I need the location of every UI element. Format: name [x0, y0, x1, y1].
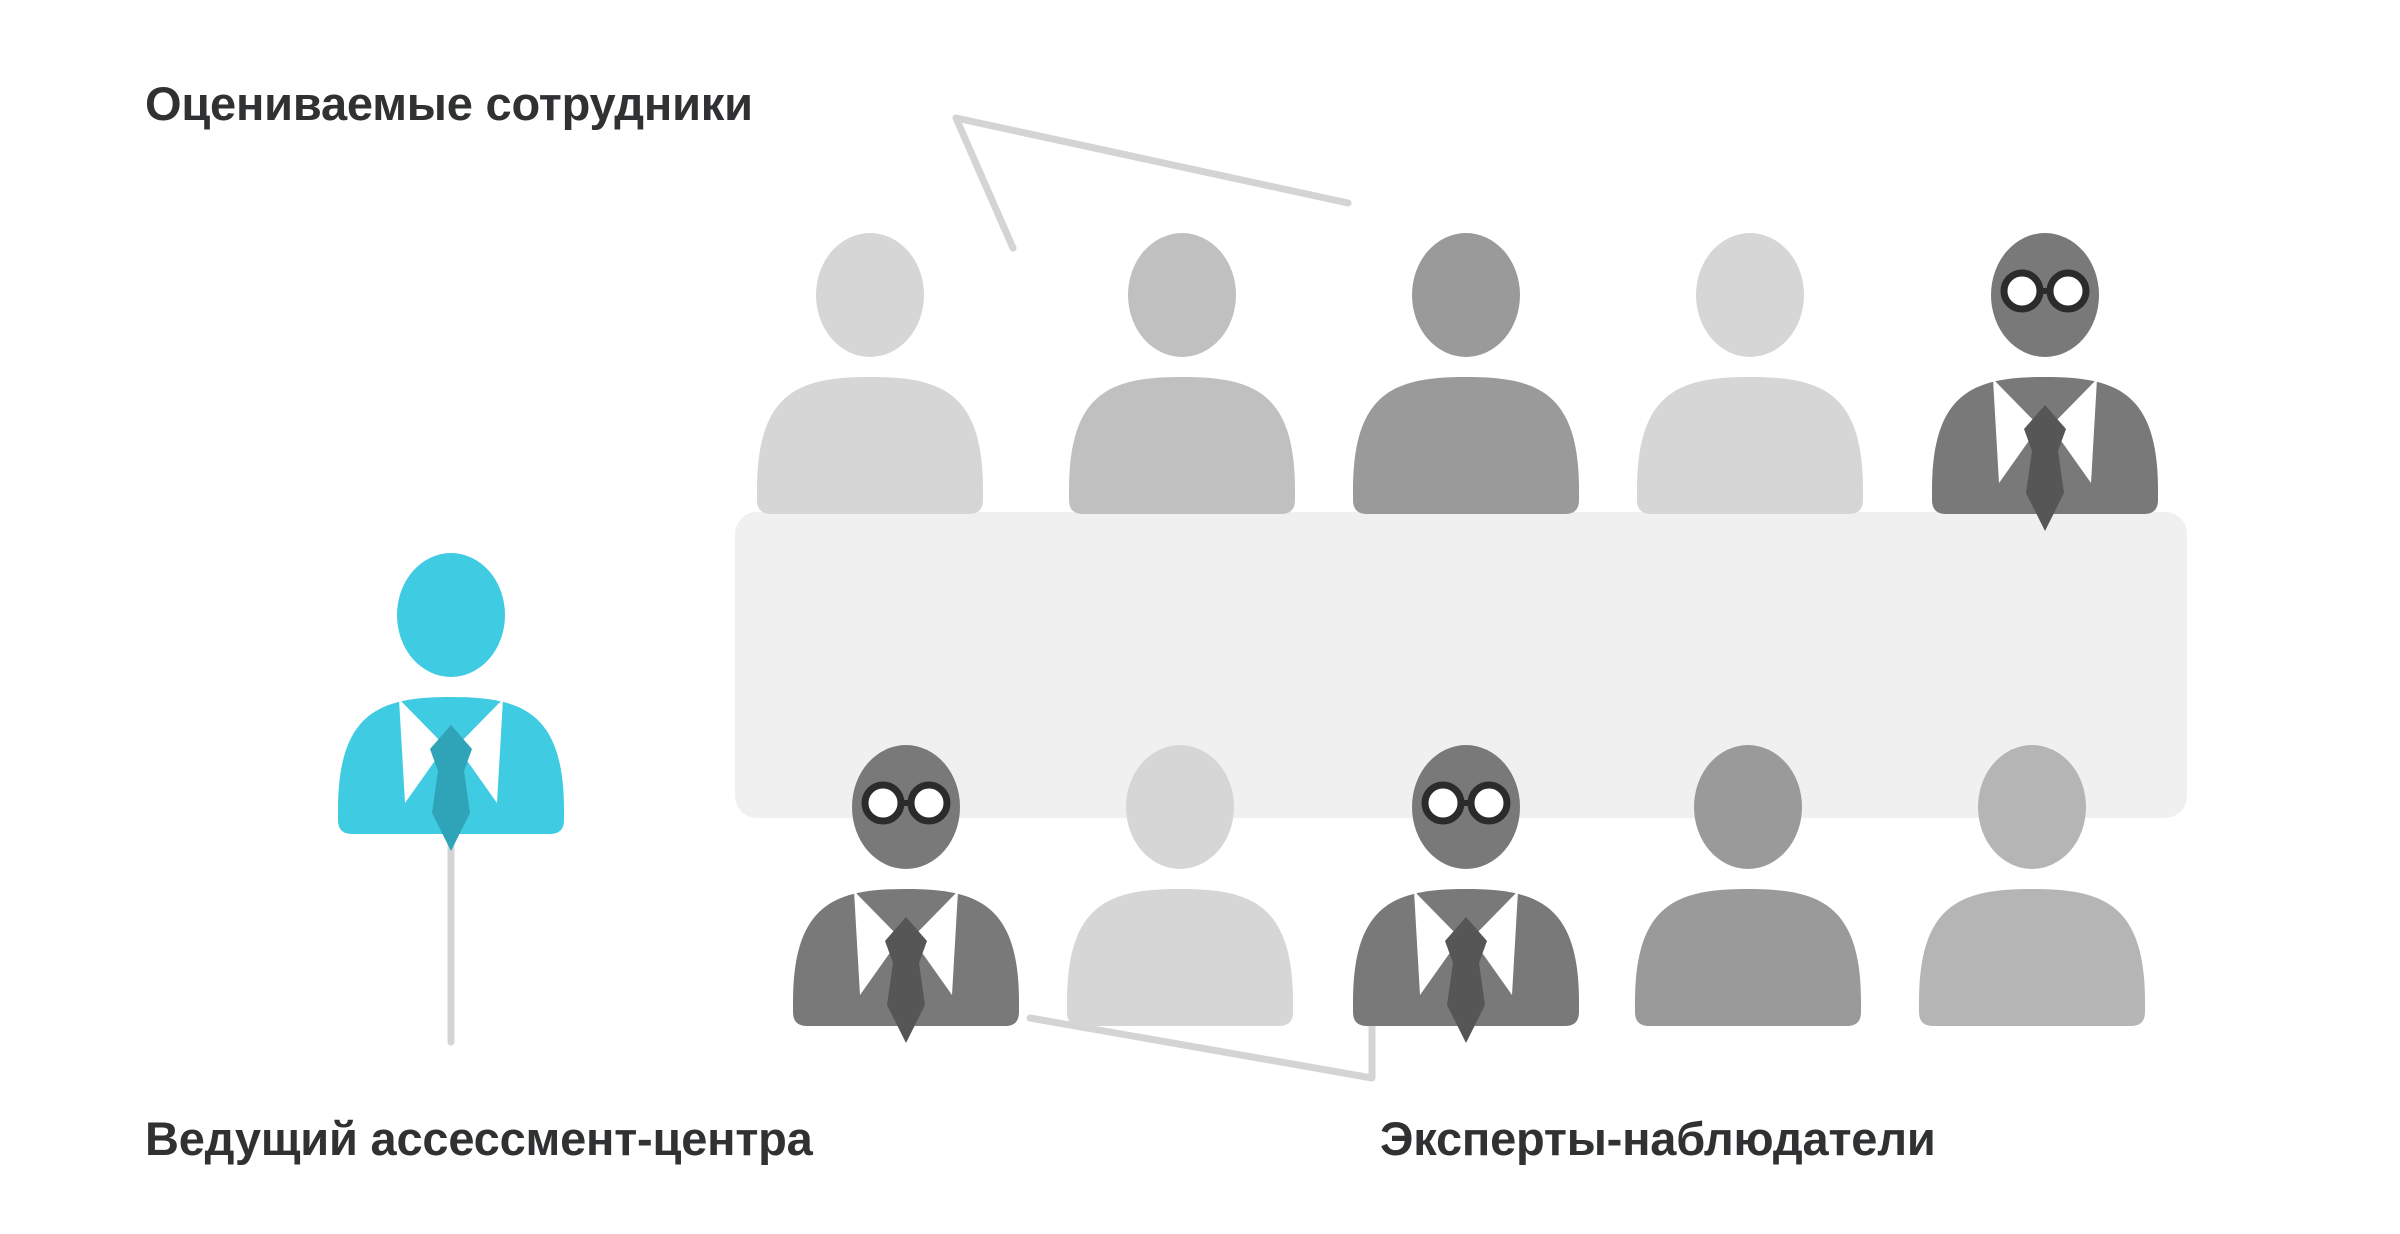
person-body	[1635, 889, 1861, 1026]
person-employee-3	[1353, 233, 1579, 514]
person-head	[1694, 745, 1802, 869]
label-assessment-center-lead: Ведущий ассессмент-центра	[145, 1112, 813, 1165]
person-collar	[854, 891, 958, 995]
person-head	[397, 553, 505, 677]
person-head	[1991, 233, 2099, 357]
top-pointer-line	[952, 114, 1352, 252]
person-body	[1067, 889, 1293, 1026]
person-head	[1128, 233, 1236, 357]
person-collar	[1993, 379, 2097, 483]
person-body	[1919, 889, 2145, 1026]
person-collar	[1414, 891, 1518, 995]
person-collar	[399, 699, 503, 803]
person-employee-7	[1919, 745, 2145, 1026]
bottom-pointer-line	[1026, 998, 1376, 1082]
table-surface	[735, 512, 2187, 818]
person-expert-3	[1353, 745, 1579, 1043]
person-employee-2	[1069, 233, 1295, 514]
person-head	[1696, 233, 1804, 357]
person-employee-1	[757, 233, 983, 514]
person-employee-6	[1635, 745, 1861, 1026]
person-body	[1069, 377, 1295, 514]
person-head	[1126, 745, 1234, 869]
person-head	[1412, 233, 1520, 357]
person-expert-1	[1932, 233, 2158, 531]
glasses-icon	[861, 781, 951, 825]
person-tie	[2024, 405, 2066, 531]
person-tie	[430, 725, 472, 851]
person-tie	[885, 917, 927, 1043]
person-head	[1978, 745, 2086, 869]
label-assessed-employees: Оцениваемые сотрудники	[145, 77, 753, 130]
glasses-icon	[1421, 781, 1511, 825]
person-head	[816, 233, 924, 357]
label-expert-observers: Эксперты-наблюдатели	[1380, 1112, 1936, 1165]
person-expert-2	[793, 745, 1019, 1043]
person-head	[852, 745, 960, 869]
person-head	[1412, 745, 1520, 869]
person-tie	[1445, 917, 1487, 1043]
person-body	[1637, 377, 1863, 514]
person-employee-5	[1067, 745, 1293, 1026]
person-employee-4	[1637, 233, 1863, 514]
person-body	[757, 377, 983, 514]
glasses-icon	[2000, 269, 2090, 313]
person-leader	[338, 553, 564, 851]
person-body	[1353, 377, 1579, 514]
